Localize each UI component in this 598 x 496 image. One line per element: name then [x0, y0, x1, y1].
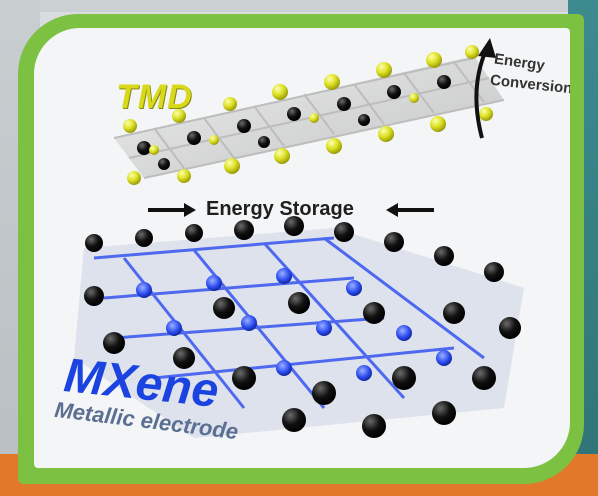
mxene-blue-atoms — [136, 268, 452, 381]
energy-storage-label: Energy Storage — [206, 198, 354, 220]
mxene-layer — [74, 216, 524, 438]
structure-illustration — [74, 38, 524, 438]
tmd-black-atoms — [137, 75, 451, 170]
tmd-bonds — [113, 57, 505, 179]
tmd-label: TMD — [116, 78, 193, 116]
curved-up-arrow-icon — [474, 49, 488, 139]
arrowhead-icon — [478, 38, 496, 58]
mxene-black-atoms — [84, 216, 521, 438]
tmd-layer — [113, 45, 505, 185]
backdrop-top — [0, 0, 598, 12]
tmd-yellow-atoms — [123, 45, 493, 185]
inward-arrows-icon — [148, 203, 434, 217]
diagram-panel: TMD Energy Conversion Energy Storage MXe… — [34, 28, 570, 468]
